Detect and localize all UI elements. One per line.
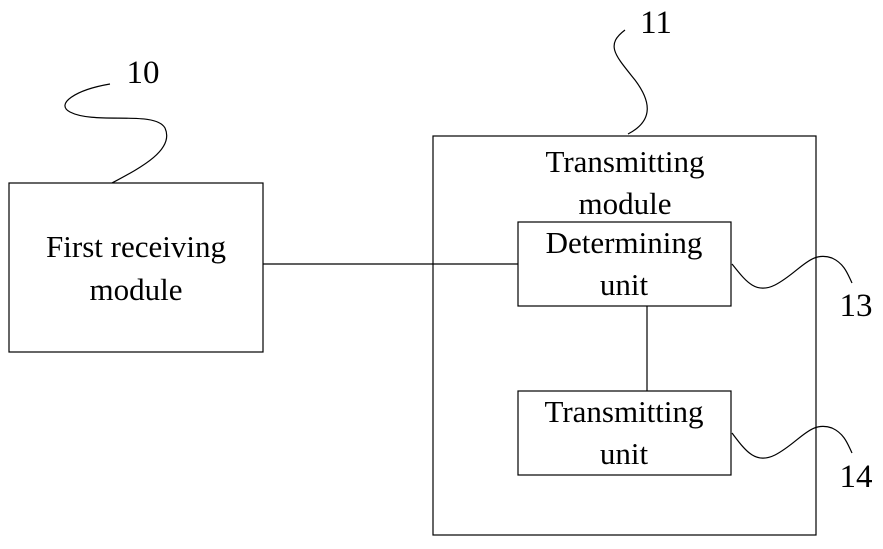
ref-number-14: 14: [840, 459, 873, 495]
first-receiving-module: First receiving module: [9, 183, 263, 352]
transmitting-unit-label-line2: unit: [600, 436, 649, 471]
transmitting-unit: Transmitting unit: [518, 391, 731, 475]
transmitting-module-label-line2: module: [579, 186, 672, 221]
transmitting-unit-label-line1: Transmitting: [544, 394, 703, 429]
first-receiving-module-label-line2: module: [90, 272, 183, 307]
determining-unit-label-line2: unit: [600, 267, 649, 302]
first-receiving-module-label-line1: First receiving: [46, 229, 226, 264]
ref-number-11: 11: [640, 5, 672, 41]
leader-line-14: [732, 426, 852, 458]
first-receiving-module-box: [9, 183, 263, 352]
determining-unit: Determining unit: [518, 222, 731, 306]
leader-line-13: [732, 256, 852, 288]
ref-number-13: 13: [840, 288, 873, 324]
transmitting-module-label-line1: Transmitting: [545, 144, 704, 179]
leader-line-11: [614, 30, 647, 134]
leader-line-10: [65, 84, 167, 183]
ref-number-10: 10: [127, 55, 160, 91]
determining-unit-label-line1: Determining: [546, 225, 703, 260]
